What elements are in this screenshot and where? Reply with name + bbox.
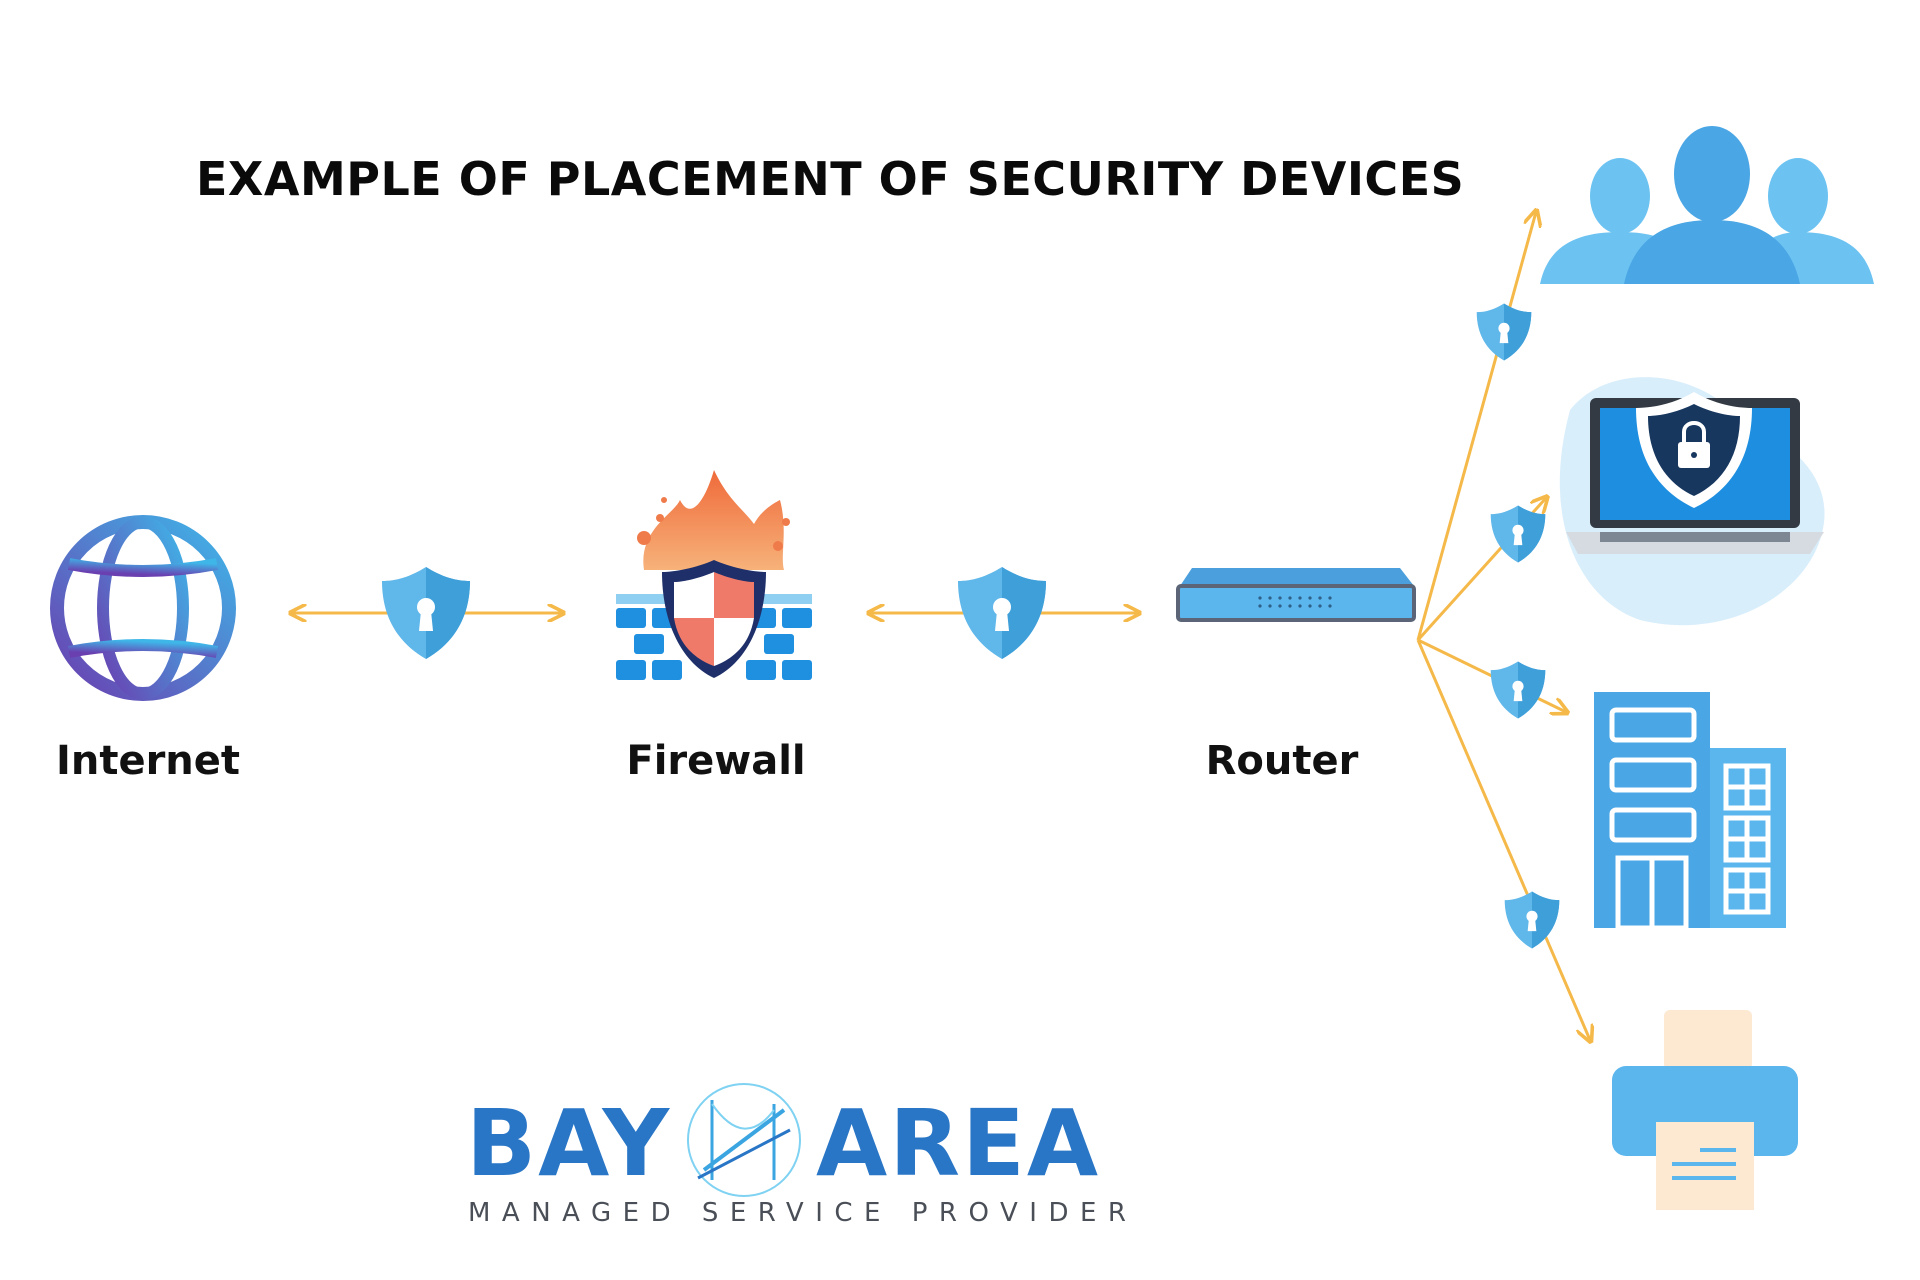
connector-arrows xyxy=(292,212,1590,1040)
lock-shield-icon xyxy=(1490,661,1546,719)
users-icon xyxy=(1540,126,1874,284)
printer-icon xyxy=(1612,1010,1798,1210)
brand-word-right: AREA xyxy=(816,1090,1101,1197)
bridge-logo-mark xyxy=(687,1083,801,1197)
globe-icon xyxy=(50,515,236,701)
lock-shield-icon xyxy=(382,567,470,659)
lock-shield-icon xyxy=(1504,891,1560,949)
internet-label: Internet xyxy=(55,738,241,784)
lock-shield-icon xyxy=(1476,303,1532,361)
lock-shield-icon xyxy=(1490,505,1546,563)
secure-laptop-icon xyxy=(1559,377,1825,626)
router-label: Router xyxy=(1205,738,1359,784)
page-title: EXAMPLE OF PLACEMENT OF SECURITY DEVICES xyxy=(196,152,1465,206)
router-icon xyxy=(1176,568,1416,622)
office-building-icon xyxy=(1594,692,1786,931)
firewall-label: Firewall xyxy=(626,738,806,784)
brand-word-left: BAY xyxy=(466,1090,672,1197)
lock-shield-icon xyxy=(958,567,1046,659)
firewall-icon xyxy=(616,470,812,684)
brand-tagline: MANAGED SERVICE PROVIDER xyxy=(468,1198,1138,1228)
